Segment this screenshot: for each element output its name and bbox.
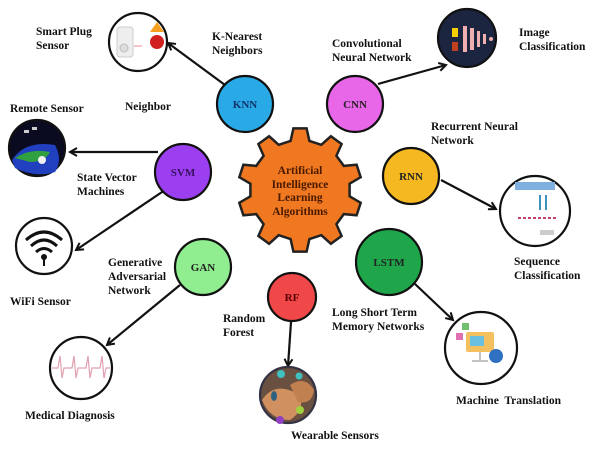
smart-plug-icon — [107, 11, 169, 73]
gan-abbr: GAN — [191, 262, 216, 274]
center-line-2: Intelligence — [271, 178, 329, 191]
wearable-sensors-icon — [258, 365, 318, 425]
center-line-3: Learning — [277, 192, 323, 204]
cnn-node[interactable] — [325, 74, 385, 134]
center-line-4: Algorithms — [272, 205, 328, 218]
arrow-rf-to-wearable — [288, 321, 291, 366]
svm-abbr: SVM — [171, 167, 196, 179]
machine-translation-label: Machine Translation — [456, 395, 561, 407]
central-gear — [237, 127, 363, 253]
arrow-rnn-to-seq — [440, 179, 496, 209]
rnn-node[interactable] — [381, 146, 441, 206]
arrow-svm-to-wifi — [76, 189, 166, 250]
knn-abbr: KNN — [233, 99, 258, 111]
sequence-classification-icon — [498, 174, 572, 248]
rf-node[interactable] — [266, 271, 318, 323]
arrow-cnn-to-image — [377, 65, 446, 86]
remote-sensor-label: Remote Sensor — [10, 103, 84, 115]
medical-diagnosis-icon — [48, 335, 114, 401]
arrow-knn-to-smart-plug — [168, 43, 226, 86]
rnn-abbr: RNN — [399, 171, 423, 183]
image-classification-icon — [436, 7, 498, 69]
lstm-abbr: LSTM — [373, 257, 405, 269]
center-line-1: Artificial — [277, 165, 323, 177]
wearable-sensors-label: Wearable Sensors — [291, 430, 379, 442]
algorithm-nodes — [153, 74, 441, 323]
knn-node[interactable] — [215, 74, 275, 134]
remote-sensor-icon — [7, 118, 67, 178]
medical-diagnosis-label: Medical Diagnosis — [25, 410, 115, 422]
center-title: Artificial Intelligence Learning Algorit… — [247, 165, 353, 219]
machine-translation-icon — [443, 310, 519, 386]
cnn-abbr: CNN — [343, 99, 367, 111]
lstm-node[interactable] — [354, 227, 424, 297]
arrow-gan-to-medical — [107, 284, 181, 345]
gan-node[interactable] — [173, 237, 233, 297]
arrow-lstm-to-machine — [414, 283, 453, 320]
wifi-sensor-label: WiFi Sensor — [10, 296, 71, 308]
wifi-sensor-icon — [14, 216, 74, 276]
svm-node[interactable] — [153, 142, 213, 202]
neighbor-label: Neighbor — [125, 101, 171, 113]
rf-abbr: RF — [285, 292, 300, 304]
